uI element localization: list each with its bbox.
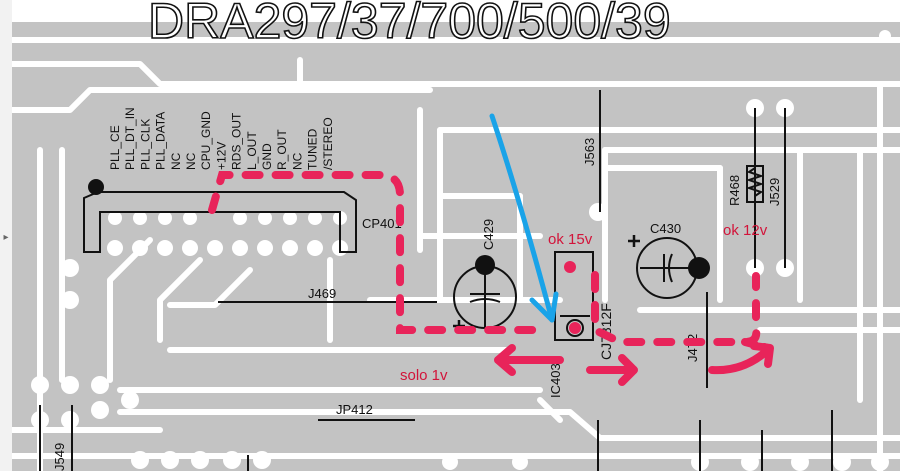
pin-label: +12V [214, 142, 228, 170]
pin-label: /STEREO [321, 117, 335, 170]
pin-label: R_OUT [275, 129, 289, 170]
label-c429: C429 [481, 219, 496, 250]
pin-label: PLL_CLK [138, 119, 152, 170]
annotation-trace [208, 171, 774, 386]
note-ok-12v: ok 12v [723, 222, 768, 239]
pointer-arrow [489, 113, 559, 323]
note-solo-1v: solo 1v [400, 367, 448, 384]
pin-label: PLL_DT_IN [123, 107, 137, 170]
label-j469: J469 [308, 286, 336, 301]
label-c430: C430 [650, 221, 681, 236]
pin-label: CPU_GND [199, 111, 213, 170]
pin-label: PLL_CE [108, 125, 122, 170]
ink-dots [88, 179, 710, 279]
pin-label: NC [184, 152, 198, 170]
pin-label: PLL_DATA [154, 112, 168, 170]
pin-label: GND [260, 143, 274, 170]
panel-expand-handle[interactable]: ▸ [3, 232, 9, 243]
label-j563: J563 [582, 138, 597, 166]
pin-label: NC [169, 152, 183, 170]
note-ok-15v: ok 15v [548, 231, 593, 248]
pin-label: NC [290, 152, 304, 170]
r468-resistor [745, 167, 765, 197]
label-ic403: IC403 [548, 363, 563, 398]
left-gutter [0, 0, 12, 471]
annotation-dots [564, 261, 581, 334]
label-jp412: JP412 [336, 402, 373, 417]
board-title: DRA297/37/700/500/39 [148, 0, 671, 49]
label-r468: R468 [727, 175, 742, 206]
c430-pad [688, 257, 710, 279]
pin-label: RDS_OUT [230, 112, 244, 170]
pin-label: TUNED [306, 128, 320, 170]
label-j549: J549 [52, 443, 67, 471]
pin-label: L_OUT [245, 131, 259, 170]
c429-pad [475, 255, 495, 275]
label-cp401: CP401 [362, 216, 402, 231]
label-j529: J529 [767, 178, 782, 206]
pin1-marker [88, 179, 104, 195]
